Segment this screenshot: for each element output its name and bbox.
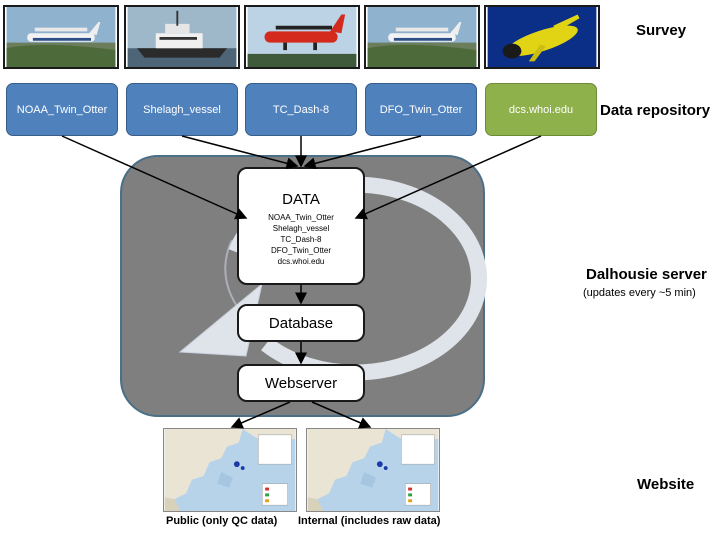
data-box-title: DATA xyxy=(282,191,320,208)
photo-shelagh-vessel xyxy=(124,5,240,69)
webserver-box: Webserver xyxy=(237,364,365,402)
data-item: DFO_Twin_Otter xyxy=(270,246,331,255)
map-thumbnail-icon xyxy=(164,429,296,511)
data-item: dcs.whoi.edu xyxy=(277,257,325,266)
photo-whoi-glider xyxy=(484,5,600,69)
repo-dcs-whoi: dcs.whoi.edu xyxy=(485,83,597,136)
repository-title: Data repository xyxy=(600,102,711,119)
survey-title: Survey xyxy=(636,22,687,39)
repo-shelagh-vessel: Shelagh_vessel xyxy=(126,83,238,136)
data-item: Shelagh_vessel xyxy=(272,224,330,233)
public-caption: Public (only QC data) xyxy=(166,515,278,527)
photo-noaa-twin-otter xyxy=(3,5,119,69)
data-item: NOAA_Twin_Otter xyxy=(268,213,334,222)
public-website-map[interactable] xyxy=(163,428,297,512)
database-box: Database xyxy=(237,304,365,342)
photo-dfo-twin-otter xyxy=(364,5,480,69)
twin-otter-aircraft-icon xyxy=(367,7,477,67)
twin-otter-aircraft-icon xyxy=(6,7,116,67)
internal-website-map[interactable] xyxy=(306,428,440,512)
map-thumbnail-icon xyxy=(307,429,439,511)
data-item: TC_Dash-8 xyxy=(280,235,322,244)
website-title: Website xyxy=(637,476,695,493)
internal-caption: Internal (includes raw data) xyxy=(298,515,441,527)
server-subtitle: (updates every ~5 min) xyxy=(583,287,696,299)
photo-tc-dash-8 xyxy=(244,5,360,69)
repo-dfo-twin-otter: DFO_Twin_Otter xyxy=(365,83,477,136)
underwater-glider-icon xyxy=(487,7,597,67)
server-title: Dalhousie server xyxy=(586,266,707,283)
data-box: DATA NOAA_Twin_Otter Shelagh_vessel TC_D… xyxy=(237,167,365,285)
research-vessel-icon xyxy=(127,7,237,67)
repo-noaa-twin-otter: NOAA_Twin_Otter xyxy=(6,83,118,136)
dash-8-aircraft-icon xyxy=(247,7,357,67)
repo-tc-dash-8: TC_Dash-8 xyxy=(245,83,357,136)
